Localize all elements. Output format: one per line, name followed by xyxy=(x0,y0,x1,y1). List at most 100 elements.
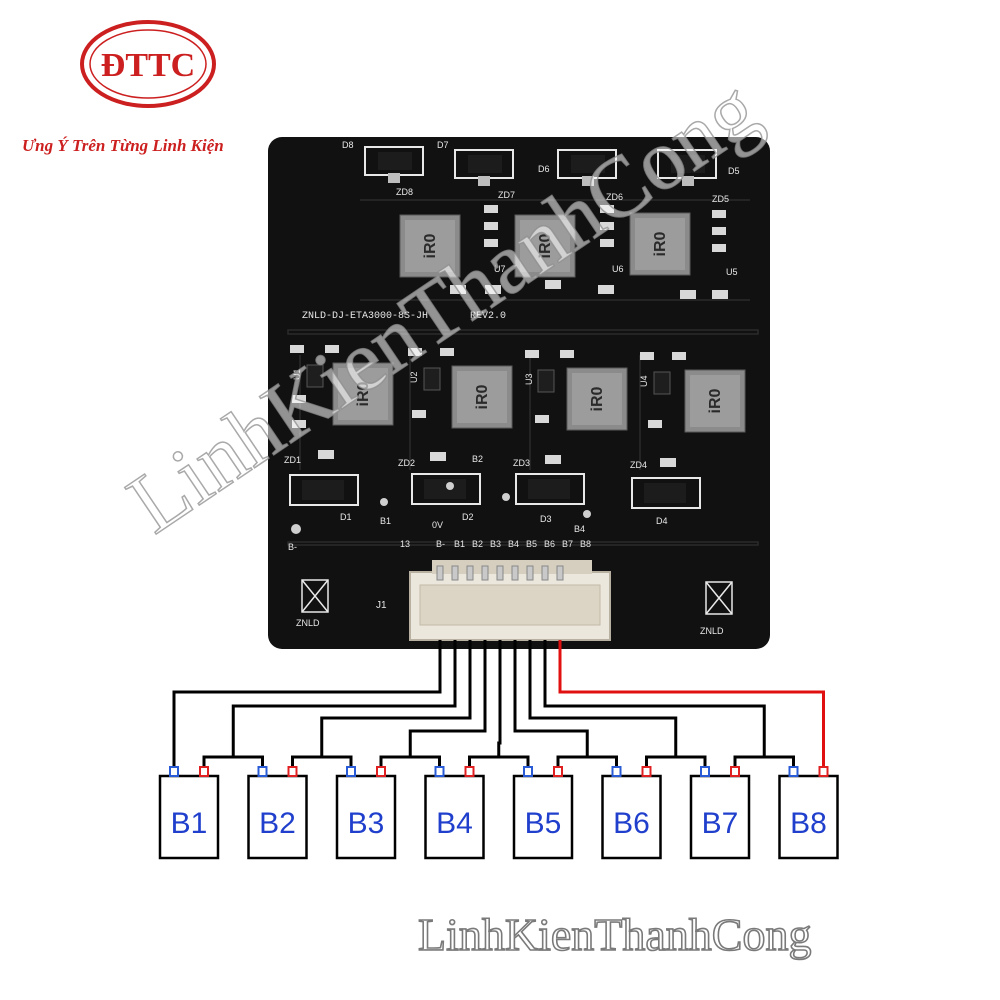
diode-label-d8: D8 xyxy=(342,140,354,150)
inductor-mid-1: iR0 xyxy=(332,362,394,426)
series-link-wire xyxy=(202,755,264,767)
battery-body xyxy=(247,774,308,860)
zener-label-zd6: ZD6 xyxy=(606,192,623,202)
pcb-revision-text: REV2.0 xyxy=(470,311,506,322)
diode-label-d2: D2 xyxy=(462,512,474,522)
inductor-marking: iR0 xyxy=(422,233,439,258)
battery-positive-terminal xyxy=(464,766,475,777)
diode-label-d7: D7 xyxy=(437,140,449,150)
battery-negative-terminal xyxy=(434,766,445,777)
series-link-wire xyxy=(379,755,441,767)
balance-wire xyxy=(528,640,678,757)
diode-d1: D1 xyxy=(289,474,359,522)
ic-label-u5: U5 xyxy=(726,267,738,277)
battery-body xyxy=(601,774,662,860)
battery-positive-terminal xyxy=(553,766,563,777)
connector-pin-label: B7 xyxy=(562,539,573,549)
logo-emblem: ĐTTC xyxy=(80,20,216,108)
pad-label-0v: 0V xyxy=(432,520,443,530)
battery-body xyxy=(689,774,751,860)
inductor-marking: iR0 xyxy=(707,388,724,413)
battery-cell: B6 xyxy=(601,766,662,860)
connector-j1: J1 xyxy=(376,560,611,641)
series-link-wire xyxy=(291,755,353,767)
diode-d7: D7 ZD7 xyxy=(437,140,515,200)
zener-label-zd5: ZD5 xyxy=(712,194,729,204)
connector-pin-label: B3 xyxy=(490,539,501,549)
pad-label-b1: B1 xyxy=(380,516,391,526)
pcb-model-text: ZNLD-DJ-ETA3000-8S-JH xyxy=(302,311,428,322)
battery-negative-terminal xyxy=(169,766,179,777)
pad-label-b4: B4 xyxy=(574,524,585,534)
battery-negative-terminal xyxy=(523,766,533,777)
zener-label-zd4: ZD4 xyxy=(630,460,647,470)
watermark-bottom: LinhKienThanhCong xyxy=(417,908,812,961)
series-link-wire xyxy=(556,755,618,767)
battery-negative-terminal xyxy=(700,766,710,777)
ic-label-u4: U4 xyxy=(639,375,649,387)
inductor-top-1: iR0 xyxy=(399,214,461,278)
diode-d8: D8 ZD8 xyxy=(342,140,424,197)
connector-pin xyxy=(511,565,519,581)
battery-label: B7 xyxy=(702,807,739,840)
balance-wire-positive xyxy=(558,640,825,767)
diode-label-d5: D5 xyxy=(728,166,740,176)
battery-cell: B4 xyxy=(424,766,485,860)
battery-cell: B8 xyxy=(778,766,839,860)
balance-wire xyxy=(513,640,589,757)
inductor-top-2: iR0 xyxy=(514,214,576,278)
balance-wire xyxy=(172,640,442,767)
connector-pin xyxy=(556,565,564,581)
zener-label-zd8: ZD8 xyxy=(396,187,413,197)
connector-pin-label: B1 xyxy=(454,539,465,549)
mounting-pads xyxy=(291,482,591,534)
smd-parts-middle xyxy=(290,345,686,467)
balance-wire xyxy=(408,640,487,757)
zener-label-zd7: ZD7 xyxy=(498,190,515,200)
balance-wire xyxy=(543,640,766,757)
pin-count-label: 13 xyxy=(400,539,410,549)
battery-label: B3 xyxy=(348,807,385,840)
inductor-mid-4: iR0 xyxy=(684,369,746,433)
zener-label-zd1: ZD1 xyxy=(284,455,301,465)
battery-negative-terminal xyxy=(257,766,268,777)
connector-pin-label: B4 xyxy=(508,539,519,549)
wiring xyxy=(172,640,825,767)
inductor-mid-3: iR0 xyxy=(566,367,628,431)
connector-pin xyxy=(451,565,459,581)
battery-cell: B7 xyxy=(689,766,751,860)
diode-d6: D6 ZD6 xyxy=(538,149,623,202)
battery-positive-terminal xyxy=(730,766,740,777)
battery-body xyxy=(778,774,839,860)
battery-body xyxy=(335,774,397,860)
ic-label-u1: U1 xyxy=(292,368,302,380)
inductor-marking: iR0 xyxy=(537,233,554,258)
zener-label-zd3: ZD3 xyxy=(513,458,530,468)
battery-body xyxy=(424,774,485,860)
pcb-logo-right-text: ZNLD xyxy=(700,626,724,636)
connector-pin xyxy=(481,565,489,581)
pcb-logo-left: ZNLD xyxy=(296,579,329,628)
battery-negative-terminal xyxy=(346,766,356,777)
brand-tagline: Ưng Ý Trên Từng Linh Kiện xyxy=(22,136,224,155)
logo: ĐTTC xyxy=(78,18,218,110)
series-link-wire xyxy=(733,755,795,767)
ic-label-u3: U3 xyxy=(524,373,534,385)
inductor-marking: iR0 xyxy=(355,381,372,406)
battery-positive-terminal xyxy=(199,766,209,777)
inductor-marking: iR0 xyxy=(589,386,606,411)
battery-negative-terminal xyxy=(611,766,622,777)
battery-negative-terminal xyxy=(788,766,799,777)
connector-pin xyxy=(526,565,534,581)
inductor-top-3: iR0 xyxy=(629,212,691,276)
diode-label-d1: D1 xyxy=(340,512,352,522)
battery-positive-terminal xyxy=(818,766,829,777)
battery-body xyxy=(158,774,220,860)
smd-parts-top xyxy=(450,205,728,299)
battery-cell: B3 xyxy=(335,766,397,860)
connector-pin xyxy=(541,565,549,581)
battery-positive-terminal xyxy=(287,766,298,777)
connector-label: J1 xyxy=(376,600,387,611)
battery-label: B5 xyxy=(525,807,562,840)
